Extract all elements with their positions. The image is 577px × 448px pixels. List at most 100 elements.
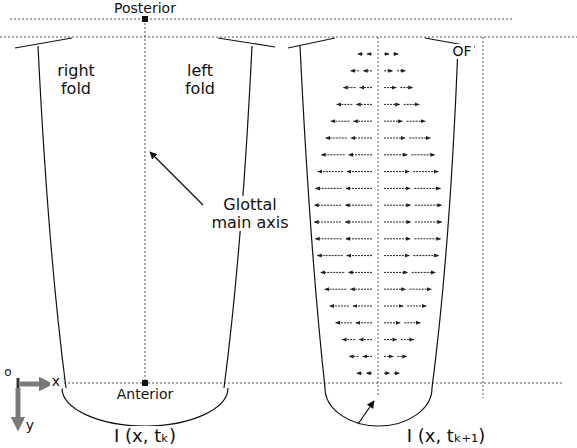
flow-vector — [356, 104, 372, 105]
flow-vector — [384, 339, 397, 340]
flow-vector — [413, 171, 438, 172]
flow-vector — [347, 171, 372, 172]
posterior-point — [142, 16, 148, 22]
posterior-line — [10, 19, 512, 20]
flow-vector — [314, 205, 341, 206]
fold-label: right fold — [49, 62, 103, 97]
flow-vector — [394, 373, 400, 374]
flow-vector — [325, 138, 346, 139]
flow-vector — [331, 121, 350, 122]
flow-vector — [410, 289, 432, 290]
flow-vector — [413, 255, 438, 256]
flow-vector — [384, 121, 403, 122]
flow-vector — [414, 188, 440, 189]
flow-vector — [384, 255, 409, 256]
flow-vector — [349, 356, 358, 357]
flow-label: OF — [450, 44, 473, 59]
flow-vector — [384, 54, 389, 55]
pointer-arrow — [150, 152, 203, 205]
pointer-arrow — [358, 401, 374, 424]
axis-name: x — [50, 374, 62, 389]
flow-vector — [415, 222, 442, 223]
flow-vector — [350, 289, 372, 290]
flow-vector — [321, 154, 344, 155]
top-line — [0, 37, 577, 38]
flow-vector — [342, 339, 355, 340]
anterior-line — [60, 383, 562, 384]
flow-vector — [343, 87, 355, 88]
flow-vector — [363, 356, 372, 357]
fold-label: left fold — [173, 62, 227, 97]
flow-vector — [384, 188, 410, 189]
anterior-point — [142, 380, 148, 386]
flow-vector — [330, 306, 349, 307]
flow-vector — [414, 238, 440, 239]
flow-vector — [404, 322, 420, 323]
flow-vector — [356, 373, 362, 374]
flow-vector — [407, 121, 426, 122]
flow-vector — [384, 154, 407, 155]
flow-vector — [346, 188, 372, 189]
glottal-axis — [145, 19, 146, 383]
flow-vector — [315, 188, 341, 189]
glottal-axis — [378, 37, 379, 396]
flow-vector — [384, 356, 393, 357]
flow-vector — [384, 272, 408, 273]
flow-vector — [360, 87, 372, 88]
flow-vector — [348, 272, 372, 273]
flow-vector — [351, 138, 372, 139]
flow-vector — [346, 238, 372, 239]
flow-vector — [384, 373, 390, 374]
flow-vector — [384, 104, 400, 105]
glottis-outline — [15, 38, 275, 426]
flow-vector — [356, 322, 372, 323]
flow-vector — [345, 222, 372, 223]
flow-vector — [350, 70, 359, 71]
flow-vector — [404, 104, 420, 105]
flow-vector — [397, 70, 406, 71]
flow-vector — [384, 322, 400, 323]
flow-vector — [314, 222, 341, 223]
flow-vector — [325, 289, 347, 290]
flow-vector — [384, 70, 393, 71]
flow-vector — [384, 289, 406, 290]
flow-vector — [318, 171, 343, 172]
flow-vector — [363, 70, 372, 71]
frame-caption: I (x, tₖ₊₁) — [405, 426, 488, 446]
flow-vector — [384, 171, 409, 172]
axis-name: y — [24, 418, 36, 433]
flow-vector — [336, 322, 352, 323]
flow-vector — [337, 104, 353, 105]
flow-vector — [384, 205, 411, 206]
flow-vector — [384, 138, 405, 139]
flow-vector — [353, 121, 372, 122]
flow-vector — [320, 272, 344, 273]
flow-vector — [400, 87, 412, 88]
flow-vector — [347, 255, 372, 256]
flow-vector — [415, 205, 442, 206]
axis-label: Glottal main axis — [205, 196, 295, 231]
flow-vector — [366, 373, 372, 374]
flow-vector — [407, 306, 426, 307]
frame-line — [483, 37, 484, 398]
flow-vector — [349, 154, 372, 155]
flow-vector — [359, 339, 372, 340]
flow-vector — [345, 205, 372, 206]
flow-vector — [397, 356, 406, 357]
flow-vector — [393, 54, 398, 55]
flow-vector — [384, 306, 403, 307]
flow-vector — [411, 154, 434, 155]
flow-vector — [358, 54, 363, 55]
flow-vector — [384, 222, 411, 223]
flow-vector — [384, 238, 410, 239]
flow-vector — [367, 54, 372, 55]
glottis-outline — [288, 38, 475, 426]
landmark-label: Anterior — [115, 387, 176, 402]
flow-vector — [315, 238, 341, 239]
flow-vector — [401, 339, 414, 340]
frame-caption: I (x, tₖ) — [112, 426, 178, 446]
flow-vector — [412, 272, 436, 273]
flow-vector — [353, 306, 372, 307]
landmark-label: Posterior — [112, 1, 178, 16]
